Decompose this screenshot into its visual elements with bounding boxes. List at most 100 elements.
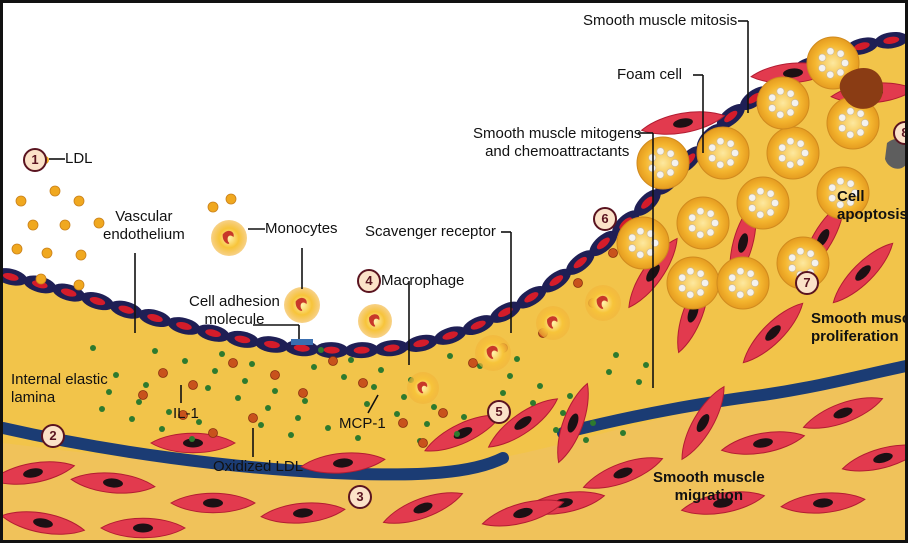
smooth-muscle-mitosis-label: Smooth muscle mitosis [583, 12, 737, 30]
ldl-particle [16, 196, 26, 206]
cell-apoptosis-label: Cell apoptosis [837, 188, 908, 224]
migrating-monocyte [358, 304, 392, 338]
chemokine-dot [235, 395, 241, 401]
ldl-particle [28, 220, 38, 230]
chemokine-dot [302, 398, 308, 404]
mcp1-label: MCP-1 [339, 415, 386, 433]
chemokine-dot [590, 420, 596, 426]
chemokine-dot [424, 421, 430, 427]
chemokine-dot [159, 426, 165, 432]
ldl-particle [208, 202, 218, 212]
chemokine-dot [371, 384, 377, 390]
chemokine-dot [567, 393, 573, 399]
ldl-particle [42, 248, 52, 258]
chemokine-dot [189, 436, 195, 442]
ldl-particle [226, 194, 236, 204]
chemokine-dot [129, 416, 135, 422]
chemokine-dot [364, 401, 370, 407]
adhering-monocyte [284, 287, 320, 323]
chemokine-dot [249, 361, 255, 367]
chemokine-dot [182, 358, 188, 364]
chemokine-dot [311, 364, 317, 370]
chemokine-dot [613, 352, 619, 358]
smooth-muscle-migration-label: Smooth muscle migration [653, 469, 765, 505]
chemokine-dot [205, 385, 211, 391]
smooth-muscle-proliferation-label: Smooth muscle proliferation [811, 310, 908, 346]
chemokine-dot [530, 400, 536, 406]
chemokine-dot [454, 431, 460, 437]
macrophage [585, 285, 621, 321]
oxidized-ldl-particle [209, 429, 218, 438]
foam-cell [717, 257, 769, 309]
chemokine-dot [401, 394, 407, 400]
macrophage [536, 306, 570, 340]
oxidized-ldl-particle [249, 414, 258, 423]
chemokine-dot [431, 404, 437, 410]
chemokine-dot [606, 369, 612, 375]
ldl-particle [74, 196, 84, 206]
chemokine-dot [643, 362, 649, 368]
oxidized-ldl-label: Oxidized LDL [213, 458, 303, 476]
il1-label: IL-1 [173, 405, 199, 423]
chemokine-dot [166, 409, 172, 415]
chemokine-dot [143, 382, 149, 388]
foam-cell [637, 137, 689, 189]
chemokine-dot [447, 353, 453, 359]
oxidized-ldl-particle [399, 419, 408, 428]
oxidized-ldl-particle [229, 359, 238, 368]
monocyte [211, 220, 247, 256]
chemokine-dot [318, 347, 324, 353]
step-1-marker: 1 [23, 148, 47, 172]
chemokine-dot [500, 390, 506, 396]
chemokine-dot [378, 367, 384, 373]
chemokine-dot [560, 410, 566, 416]
step-4-marker: 4 [357, 269, 381, 293]
vascular-endothelium-label: Vascular endothelium [103, 208, 185, 244]
cell-adhesion-molecule-label: Cell adhesion molecule [189, 293, 280, 329]
oxidized-ldl-particle [139, 391, 148, 400]
step-3-marker: 3 [348, 485, 372, 509]
chemokine-dot [212, 368, 218, 374]
chemokine-dot [265, 405, 271, 411]
macrophage [475, 335, 511, 371]
oxidized-ldl-particle [299, 389, 308, 398]
oxidized-ldl-particle [469, 359, 478, 368]
ldl-particle [76, 250, 86, 260]
chemokine-dot [514, 356, 520, 362]
step-2-marker: 2 [41, 424, 65, 448]
macrophage [407, 372, 439, 404]
oxidized-ldl-particle [159, 369, 168, 378]
chemokine-dot [553, 427, 559, 433]
chemokine-dot [394, 411, 400, 417]
chemokine-dot [272, 388, 278, 394]
monocytes-label: Monocytes [265, 220, 338, 238]
chemokine-dot [325, 425, 331, 431]
foam-cell [667, 257, 719, 309]
ldl-particle [12, 244, 22, 254]
chemokine-dot [288, 432, 294, 438]
chemokine-dot [152, 348, 158, 354]
chemokine-dot [295, 415, 301, 421]
chemokine-dot [461, 414, 467, 420]
ldl-label: LDL [65, 150, 93, 168]
oxidized-ldl-particle [574, 279, 583, 288]
oxidized-ldl-particle [189, 381, 198, 390]
ldl-particle [60, 220, 70, 230]
chemokine-dot [136, 399, 142, 405]
step-7-marker: 7 [795, 271, 819, 295]
chemokine-dot [258, 422, 264, 428]
oxidized-ldl-particle [359, 379, 368, 388]
chemokine-dot [90, 345, 96, 351]
chemokine-dot [341, 374, 347, 380]
oxidized-ldl-particle [439, 409, 448, 418]
chemokine-dot [583, 437, 589, 443]
step-6-marker: 6 [593, 207, 617, 231]
oxidized-ldl-particle [271, 371, 280, 380]
chemokine-dot [242, 378, 248, 384]
macrophage-label: Macrophage [381, 272, 464, 290]
foam-cell [767, 127, 819, 179]
chemokine-dot [355, 435, 361, 441]
ldl-particle [36, 274, 46, 284]
foam-cell [677, 197, 729, 249]
foam-cell [617, 217, 669, 269]
